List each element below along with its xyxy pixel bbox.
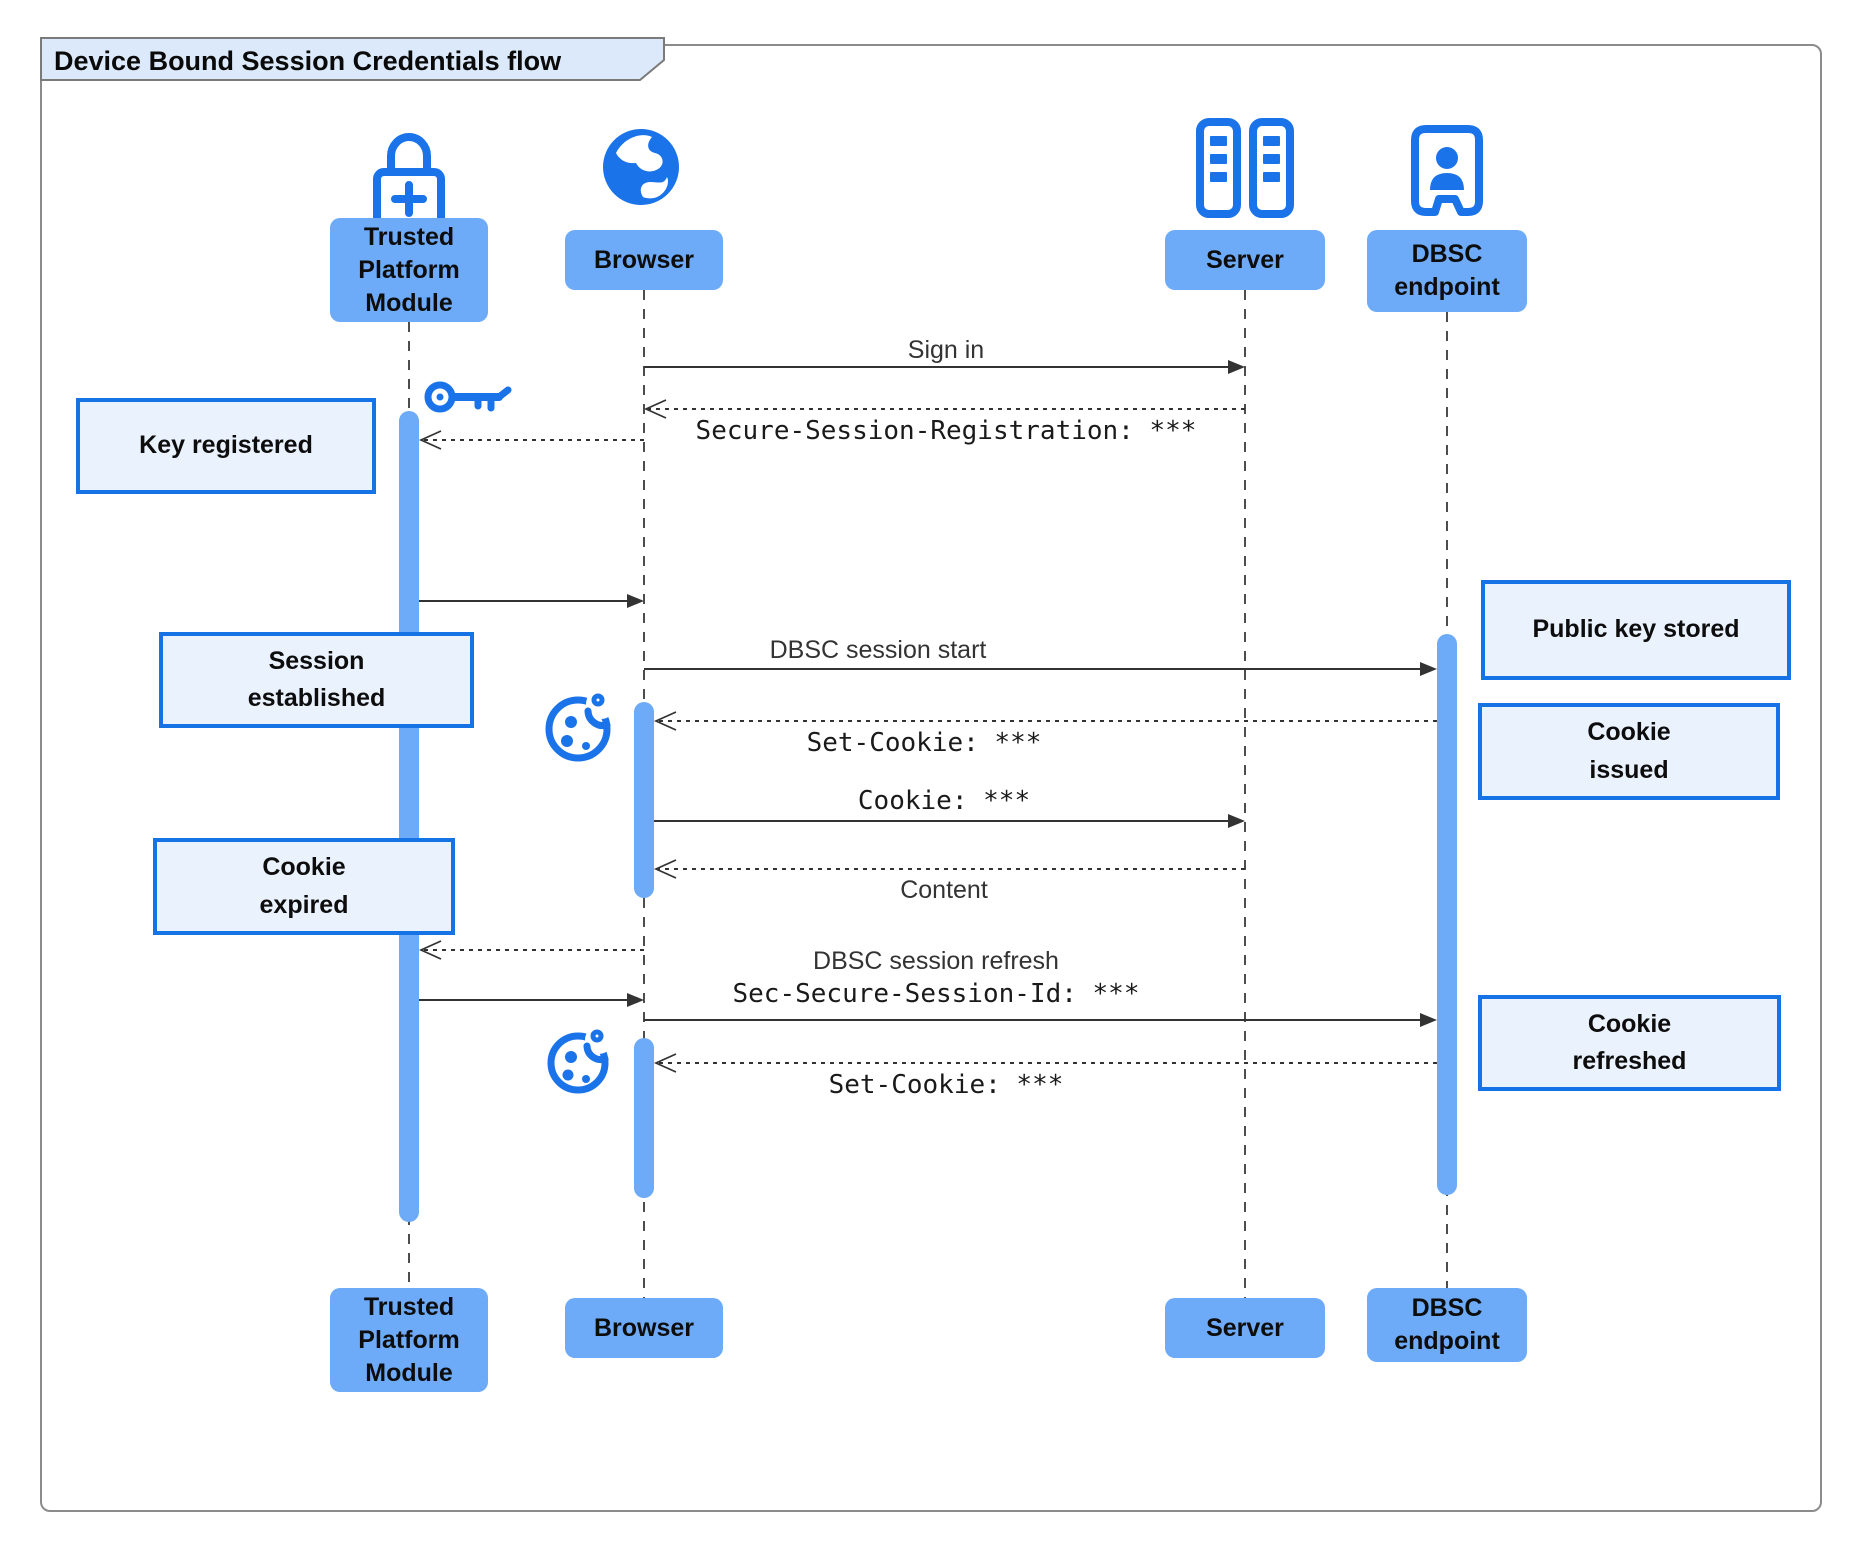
- message-label-dbsc-session-start: DBSC session start: [769, 636, 987, 664]
- message-label-cookie: Cookie: ***: [857, 786, 1031, 816]
- arrow-browser-to-tpm-register: [418, 430, 644, 450]
- participant-bottom-browser: Browser: [565, 1298, 723, 1358]
- message-label-sign-in: Sign in: [907, 336, 985, 364]
- arrow-dbsc-session-start: [644, 662, 1437, 676]
- activation-browser-1: [634, 702, 654, 898]
- arrow-tpm-key-registered: [419, 594, 644, 608]
- arrow-content: [653, 859, 1245, 879]
- key-icon: [424, 381, 512, 413]
- message-label-sec-secure-session-id: Sec-Secure-Session-Id: ***: [732, 979, 1140, 1009]
- activation-dbsc: [1437, 634, 1457, 1195]
- arrow-secure-session-registration: [643, 399, 1245, 419]
- note-key-registered: Key registered: [76, 398, 376, 494]
- note-cookie-issued: Cookie issued: [1478, 703, 1780, 800]
- participant-top-dbsc-endpoint: DBSC endpoint: [1367, 230, 1527, 312]
- arrow-browser-to-tpm-refresh: [418, 940, 644, 960]
- activation-browser-2: [634, 1038, 654, 1198]
- note-cookie-expired: Cookie expired: [153, 838, 455, 935]
- globe-icon: [603, 129, 679, 205]
- participant-bottom-server: Server: [1165, 1298, 1325, 1358]
- cookie-icon: [545, 689, 616, 762]
- message-label-dbsc-session-refresh: DBSC session refresh: [813, 947, 1059, 975]
- message-label-secure-session-registration: Secure-Session-Registration: ***: [695, 416, 1197, 446]
- cookie-icon: [547, 1026, 613, 1094]
- diagram-frame: [40, 44, 1822, 1512]
- arrow-set-cookie-2: [653, 1053, 1437, 1073]
- arrow-cookie: [654, 814, 1245, 828]
- participant-bottom-dbsc-endpoint: DBSC endpoint: [1367, 1288, 1527, 1362]
- participant-top-browser: Browser: [565, 230, 723, 290]
- message-label-set-cookie-2: Set-Cookie: ***: [828, 1070, 1064, 1100]
- arrow-tpm-sign: [419, 993, 644, 1007]
- note-public-key-stored: Public key stored: [1481, 580, 1791, 680]
- participant-top-tpm: Trusted Platform Module: [330, 218, 488, 322]
- activation-tpm: [399, 411, 419, 1222]
- title-tab: [40, 37, 665, 81]
- arrow-dbsc-session-refresh: [644, 1013, 1437, 1027]
- server-rack-icon: [1196, 118, 1294, 218]
- message-label-set-cookie-1: Set-Cookie: ***: [806, 728, 1042, 758]
- participant-top-server: Server: [1165, 230, 1325, 290]
- note-cookie-refreshed: Cookie refreshed: [1478, 995, 1781, 1091]
- badge-person-icon: [1411, 125, 1483, 216]
- lock-plus-icon: [373, 133, 445, 230]
- note-session-established: Session established: [159, 632, 474, 728]
- participant-bottom-tpm: Trusted Platform Module: [330, 1288, 488, 1392]
- message-label-content: Content: [900, 876, 988, 904]
- diagram-title: Device Bound Session Credentials flow: [54, 46, 562, 76]
- arrow-sign-in: [644, 360, 1245, 374]
- arrow-set-cookie-1: [653, 711, 1437, 731]
